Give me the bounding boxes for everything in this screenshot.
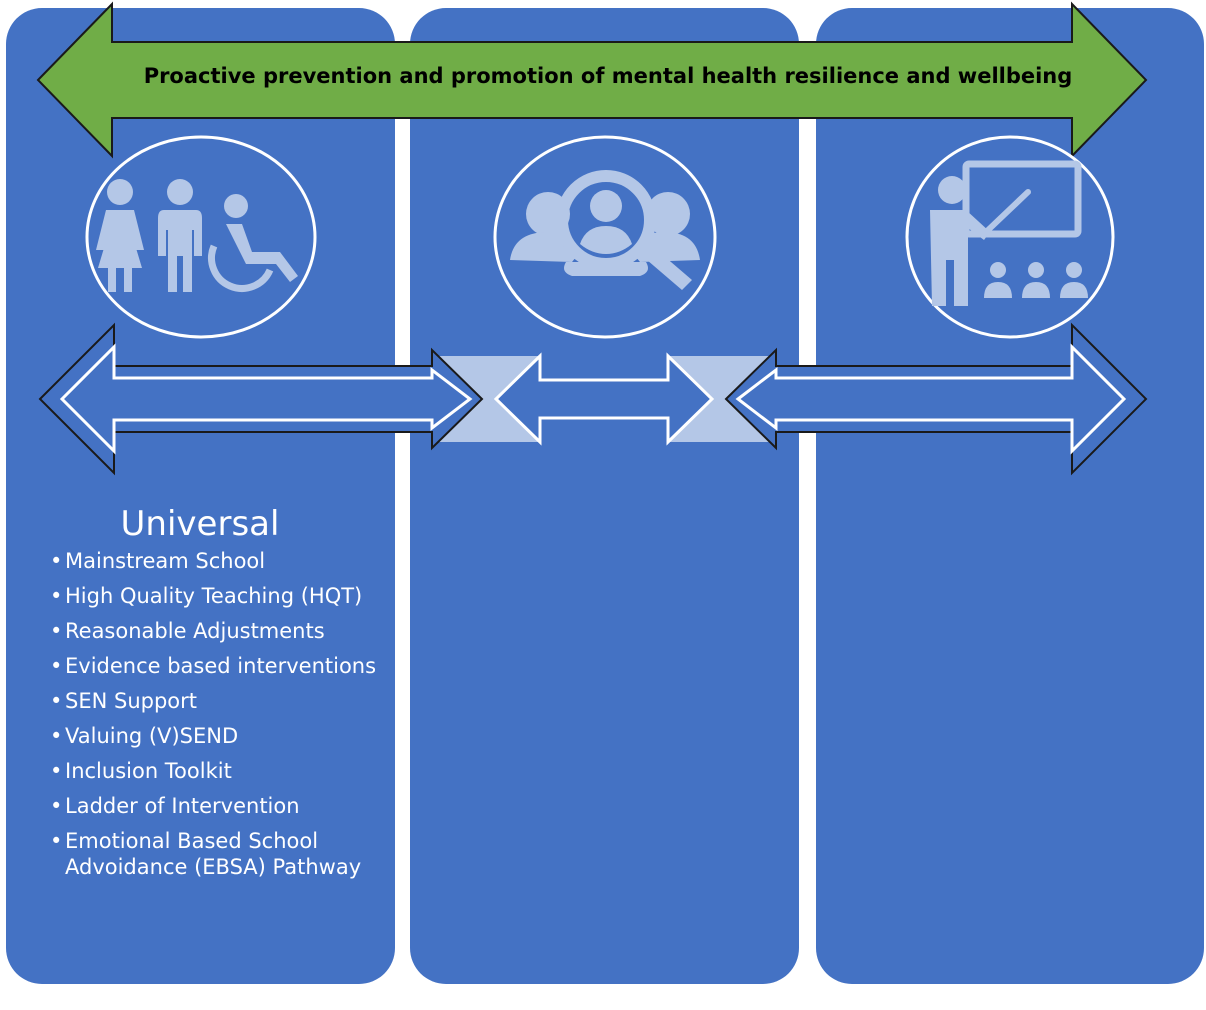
list-item: Mainstream School bbox=[50, 548, 380, 574]
icon-circle-center bbox=[493, 135, 717, 339]
double-arrow-right-inner bbox=[735, 343, 1127, 455]
double-arrow-left-inner bbox=[59, 343, 473, 455]
tier-item-list: Mainstream School High Quality Teaching … bbox=[50, 548, 380, 880]
banner-arrow bbox=[36, 1, 1148, 159]
list-item: SEN Support bbox=[50, 688, 380, 714]
list-item: Ladder of Intervention bbox=[50, 793, 380, 819]
group-search-icon bbox=[510, 170, 700, 290]
list-item: Valuing (V)SEND bbox=[50, 723, 380, 749]
icon-circle-right bbox=[905, 135, 1115, 339]
list-item: High Quality Teaching (HQT) bbox=[50, 583, 380, 609]
panel-universal bbox=[6, 8, 395, 984]
double-arrow-right bbox=[724, 322, 1148, 476]
list-item: Inclusion Toolkit bbox=[50, 758, 380, 784]
teacher-classroom-icon bbox=[930, 160, 1088, 306]
list-item: Reasonable Adjustments bbox=[50, 618, 380, 644]
panel-specialist bbox=[816, 8, 1204, 984]
list-item: Emotional Based School Advoidance (EBSA)… bbox=[50, 828, 380, 880]
tier-universal: Universal Mainstream School High Quality… bbox=[50, 502, 380, 889]
list-item: Evidence based interventions bbox=[50, 653, 380, 679]
tier-title: Universal bbox=[120, 504, 280, 544]
banner-title: Proactive prevention and promotion of me… bbox=[143, 64, 1073, 88]
icon-circle-left bbox=[85, 135, 317, 339]
double-arrow-left bbox=[38, 322, 484, 476]
people-accessibility-icon bbox=[96, 179, 298, 292]
double-arrow-center bbox=[493, 352, 715, 446]
